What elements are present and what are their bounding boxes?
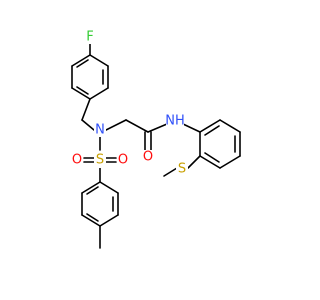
bond xyxy=(81,98,91,121)
bond-inner xyxy=(86,213,99,222)
sulfonyl-sulfur-label-bg xyxy=(94,152,106,168)
bond xyxy=(199,119,221,133)
tolyl-ring xyxy=(81,181,119,249)
bond xyxy=(219,119,241,133)
bond-inner xyxy=(76,59,89,68)
bond-inner xyxy=(76,86,89,95)
bond xyxy=(219,155,241,169)
bond xyxy=(81,181,101,194)
fluorobenzyl-ring xyxy=(71,43,109,100)
sulfonyl-oxygen-left-label-bg xyxy=(71,153,83,167)
bond-inner xyxy=(204,152,220,163)
sulfonyl-oxygen-right-label-bg xyxy=(117,153,129,167)
carbonyl-oxygen-atom: O xyxy=(143,150,153,165)
amide-nh-label-bg xyxy=(166,114,184,130)
bond xyxy=(89,87,109,100)
thioether-sulfur-label-bg xyxy=(176,161,188,177)
sulfonamide-nitrogen-atom: N xyxy=(95,123,105,138)
bond xyxy=(163,167,178,177)
bond xyxy=(99,214,119,227)
sulfonyl-sulfur-atom: S xyxy=(96,153,104,168)
bond xyxy=(81,214,101,227)
bond xyxy=(71,54,91,67)
molecule-structure: F N S O O O NH S xyxy=(71,30,241,249)
bond-inner xyxy=(204,125,220,136)
bond xyxy=(71,87,91,100)
bond xyxy=(147,123,168,133)
sulfonyl-oxygen-right-atom: O xyxy=(118,153,128,168)
nitrogen-label-bg xyxy=(94,123,106,137)
bond xyxy=(105,119,127,131)
bond xyxy=(81,119,95,131)
bond xyxy=(125,119,149,133)
thioether-sulfur-atom: S xyxy=(178,162,186,177)
bond xyxy=(99,181,119,194)
amide-nh-atom: NH xyxy=(165,114,185,129)
aniline-ring xyxy=(199,119,241,169)
carbonyl-oxygen-label-bg xyxy=(142,150,154,164)
fluorine-label-bg xyxy=(84,30,96,44)
fluorine-atom: F xyxy=(86,30,93,45)
bond xyxy=(187,155,201,169)
sulfonyl-oxygen-left-atom: O xyxy=(72,153,82,168)
bond xyxy=(199,155,221,169)
bond xyxy=(89,54,109,67)
bond xyxy=(182,123,201,133)
bond-inner xyxy=(86,186,99,195)
